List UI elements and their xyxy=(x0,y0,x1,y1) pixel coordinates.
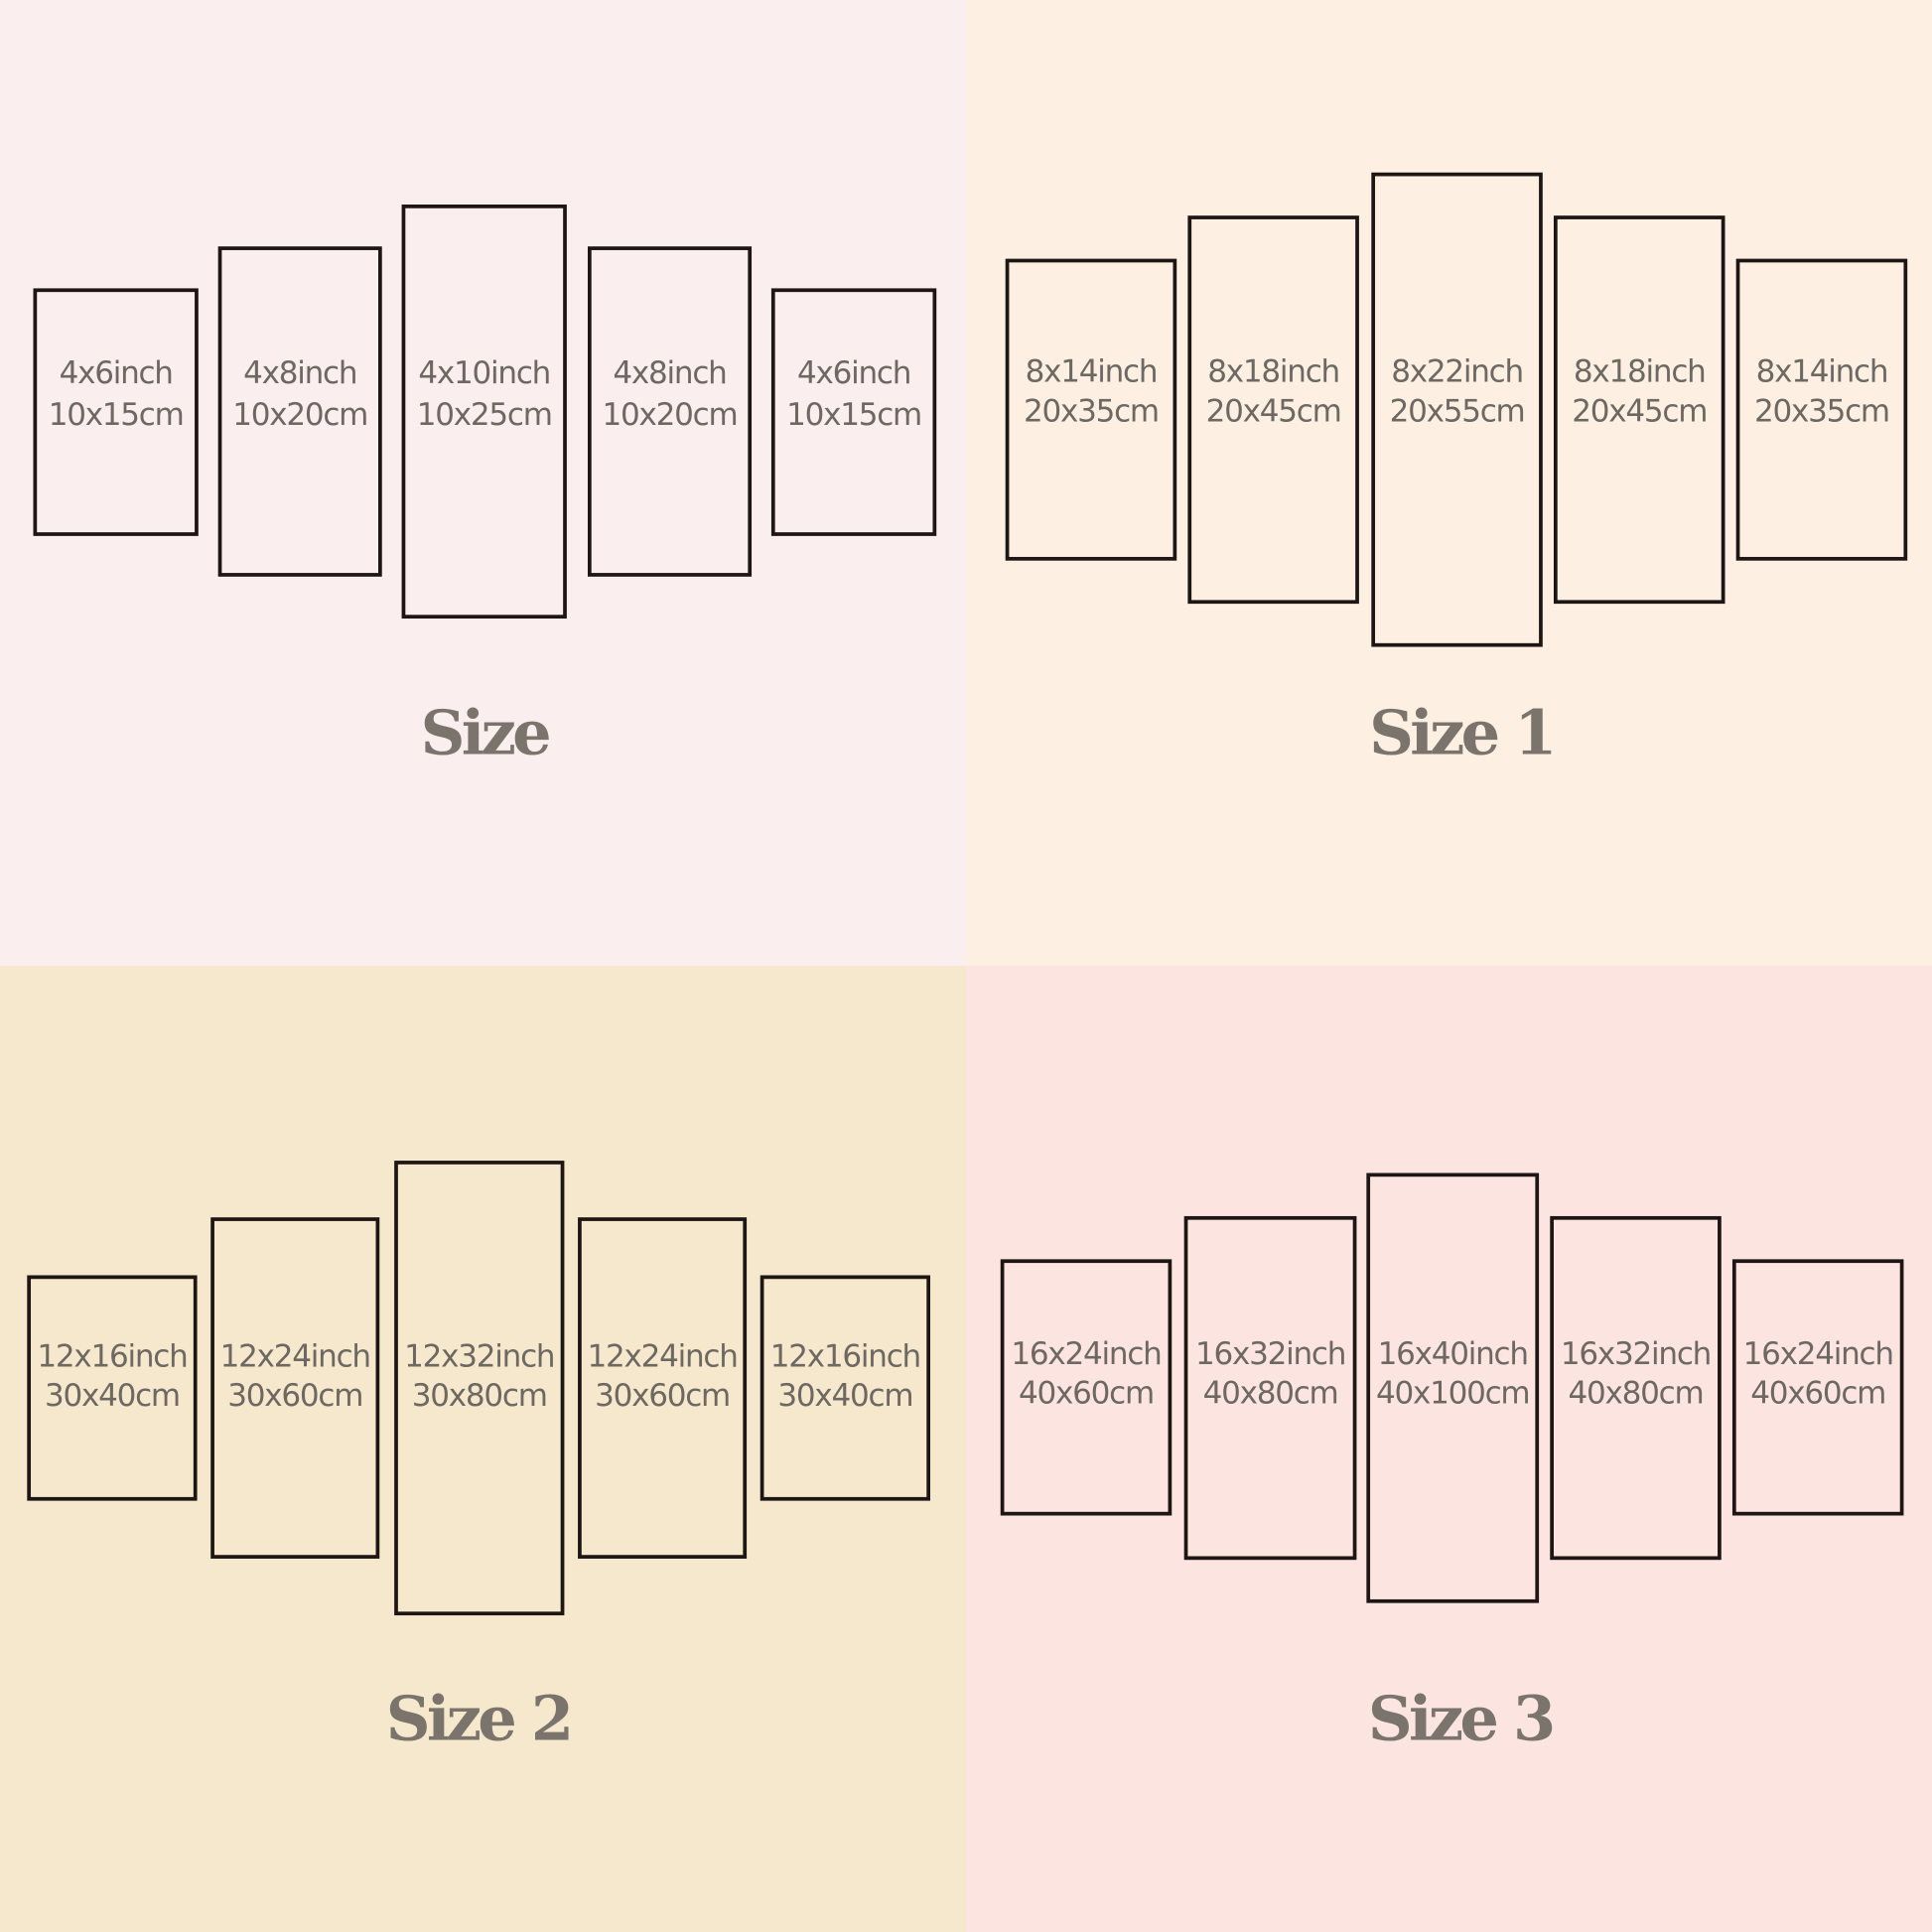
canvas-panel: 4x6inch 10x15cm xyxy=(770,288,937,536)
panel-size-cm: 20x35cm xyxy=(1023,392,1160,429)
panel-size-cm: 40x80cm xyxy=(1202,1375,1339,1412)
panel-size-cm: 20x55cm xyxy=(1389,392,1526,429)
panel-size-inch: 8x14inch xyxy=(1025,353,1159,390)
size-title: Size xyxy=(420,696,552,769)
panel-size-cm: 30x60cm xyxy=(227,1377,363,1414)
size-title: Size 2 xyxy=(385,1682,574,1755)
panel-size-inch: 4x10inch xyxy=(418,354,551,391)
panel-size-inch: 16x32inch xyxy=(1560,1335,1712,1372)
panel-size-cm: 30x60cm xyxy=(595,1377,731,1414)
size-group-1 xyxy=(965,0,1932,966)
panel-size-inch: 4x8inch xyxy=(613,354,727,391)
size-title: Size 3 xyxy=(1367,1682,1556,1755)
panel-size-cm: 10x25cm xyxy=(416,396,553,433)
panel-size-inch: 12x32inch xyxy=(404,1337,555,1374)
size-group-3 xyxy=(965,965,1932,1932)
panel-size-cm: 30x80cm xyxy=(411,1377,548,1414)
panel-size-cm: 30x40cm xyxy=(777,1377,913,1414)
panel-size-cm: 40x80cm xyxy=(1568,1375,1705,1412)
panel-size-inch: 12x16inch xyxy=(37,1337,188,1374)
canvas-panel: 4x6inch 10x15cm xyxy=(33,288,199,536)
panel-size-inch: 8x18inch xyxy=(1207,353,1340,390)
panel-size-cm: 20x45cm xyxy=(1205,392,1342,429)
panel-size-cm: 30x40cm xyxy=(44,1377,181,1414)
panel-size-inch: 4x6inch xyxy=(59,354,174,391)
panel-size-inch: 16x32inch xyxy=(1194,1335,1346,1372)
canvas-panel: 4x8inch 10x20cm xyxy=(587,246,753,577)
panel-size-cm: 10x15cm xyxy=(786,396,922,433)
panel-size-inch: 12x24inch xyxy=(219,1337,371,1374)
panel-size-inch: 8x14inch xyxy=(1755,353,1889,390)
panel-size-cm: 10x20cm xyxy=(602,396,739,433)
size-title: Size 1 xyxy=(1369,696,1557,769)
panel-size-cm: 40x100cm xyxy=(1376,1375,1531,1412)
size-group-2 xyxy=(0,965,966,1932)
panel-size-inch: 8x22inch xyxy=(1391,353,1524,390)
panel-size-cm: 40x60cm xyxy=(1019,1375,1155,1412)
panel-size-inch: 8x18inch xyxy=(1573,353,1707,390)
panel-size-cm: 40x60cm xyxy=(1750,1375,1886,1412)
panel-size-inch: 4x8inch xyxy=(243,354,357,391)
size-group-0 xyxy=(0,0,966,966)
panel-size-cm: 20x35cm xyxy=(1753,392,1890,429)
panel-size-inch: 16x40inch xyxy=(1377,1335,1529,1372)
panel-size-cm: 10x15cm xyxy=(48,396,185,433)
panel-size-cm: 10x20cm xyxy=(232,396,368,433)
canvas-panel: 4x8inch 10x20cm xyxy=(217,246,382,577)
panel-size-inch: 4x6inch xyxy=(796,354,911,391)
canvas-panel: 4x10inch 10x25cm xyxy=(401,205,567,620)
panel-size-cm: 20x45cm xyxy=(1572,392,1708,429)
panel-size-inch: 16x24inch xyxy=(1011,1335,1162,1372)
panel-size-inch: 12x24inch xyxy=(587,1337,738,1374)
panel-size-inch: 12x16inch xyxy=(769,1337,921,1374)
panel-size-inch: 16x24inch xyxy=(1742,1335,1894,1372)
